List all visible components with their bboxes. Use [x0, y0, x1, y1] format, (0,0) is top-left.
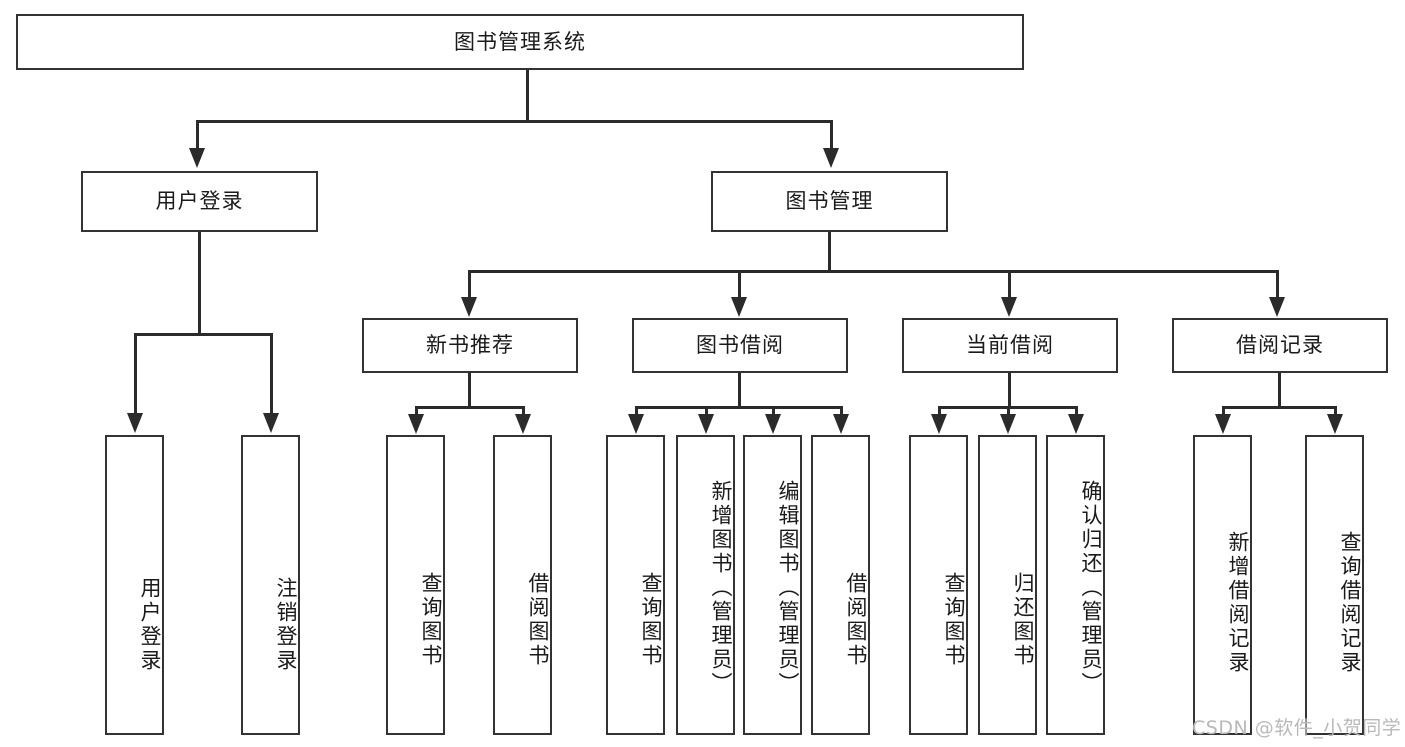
node-new-book-recommend[interactable]: 新书推荐 — [362, 318, 578, 373]
node-label: 借阅图书 — [844, 572, 868, 668]
edge-book-manage-leg-3 — [1008, 270, 1011, 300]
node-label: 查询图书 — [419, 572, 443, 668]
edge-book-manage-leg-4 — [1276, 270, 1279, 300]
node-label: 查询借阅记录 — [1338, 531, 1362, 675]
arrow-to-current-borrow — [1001, 297, 1017, 317]
node-label: 新增图书（管理员） — [709, 480, 733, 696]
edge-book-borrow-leg-2 — [705, 406, 708, 418]
node-label: 用户登录 — [138, 577, 162, 673]
node-label: 图书借阅 — [696, 333, 784, 358]
node-root-system[interactable]: 图书管理系统 — [16, 14, 1024, 70]
edge-book-borrow-leg-3 — [772, 406, 775, 418]
node-label: 查询图书 — [639, 572, 663, 668]
edge-user-login-leg-2 — [270, 333, 273, 416]
arrow-to-leaf-cb-1 — [931, 414, 947, 434]
edge-root-leg-right — [830, 120, 833, 150]
arrow-to-leaf-logout — [263, 413, 279, 433]
arrow-to-user-login — [189, 148, 205, 168]
arrow-to-leaf-nb-1 — [408, 414, 424, 434]
arrow-to-leaf-user-login — [127, 413, 143, 433]
arrow-to-leaf-bb-4 — [833, 414, 849, 434]
edge-new-book-bus — [415, 406, 525, 409]
node-label: 借阅记录 — [1236, 333, 1324, 358]
node-label: 编辑图书（管理员） — [776, 480, 800, 696]
leaf-nb-borrow-book[interactable]: 借阅图书 — [493, 435, 552, 735]
leaf-bb-borrow-book[interactable]: 借阅图书 — [811, 435, 870, 735]
node-label: 注销登录 — [274, 577, 298, 673]
node-label: 归还图书 — [1011, 572, 1035, 668]
edge-new-book-stem — [468, 373, 471, 409]
edge-root-bus — [196, 120, 833, 123]
edge-book-manage-stem — [828, 232, 831, 272]
edge-current-borrow-stem — [1008, 373, 1011, 409]
node-label: 新书推荐 — [426, 333, 514, 358]
edge-book-manage-leg-2 — [738, 270, 741, 300]
edge-book-borrow-leg-1 — [635, 406, 638, 418]
node-label: 查询图书 — [942, 572, 966, 668]
edge-borrow-record-leg-2 — [1334, 406, 1337, 418]
edge-user-login-stem — [198, 232, 201, 335]
leaf-bb-query-book[interactable]: 查询图书 — [606, 435, 665, 735]
arrow-to-leaf-br-2 — [1327, 414, 1343, 434]
leaf-bb-add-book[interactable]: 新增图书（管理员） — [676, 435, 735, 735]
node-book-manage[interactable]: 图书管理 — [711, 171, 948, 232]
node-label: 图书管理 — [785, 189, 874, 214]
edge-current-borrow-leg-1 — [938, 406, 941, 418]
edge-borrow-record-stem — [1278, 373, 1281, 409]
node-label: 确认归还（管理员） — [1079, 480, 1103, 696]
csdn-watermark: CSDN @软件_小贺同学 — [1192, 717, 1402, 739]
edge-borrow-record-bus — [1222, 406, 1337, 409]
edge-user-login-leg-1 — [134, 333, 137, 416]
arrow-to-leaf-nb-2 — [515, 414, 531, 434]
edge-book-borrow-bus — [635, 406, 843, 409]
leaf-br-add-record[interactable]: 新增借阅记录 — [1193, 435, 1252, 735]
arrow-to-leaf-bb-1 — [628, 414, 644, 434]
edge-root-leg-left — [196, 120, 199, 150]
node-label: 新增借阅记录 — [1226, 531, 1250, 675]
node-user-login[interactable]: 用户登录 — [81, 171, 318, 232]
leaf-cb-confirm-return[interactable]: 确认归还（管理员） — [1046, 435, 1105, 735]
leaf-nb-query-book[interactable]: 查询图书 — [386, 435, 445, 735]
leaf-user-login[interactable]: 用户登录 — [105, 435, 164, 735]
node-current-borrow[interactable]: 当前借阅 — [902, 318, 1118, 373]
leaf-br-query-record[interactable]: 查询借阅记录 — [1305, 435, 1364, 735]
edge-book-borrow-stem — [738, 373, 741, 409]
leaf-cb-return-book[interactable]: 归还图书 — [978, 435, 1037, 735]
node-label: 用户登录 — [155, 189, 244, 214]
edge-new-book-leg-1 — [415, 406, 418, 418]
edge-book-borrow-leg-4 — [840, 406, 843, 418]
arrow-to-new-book — [461, 297, 477, 317]
edge-current-borrow-leg-3 — [1075, 406, 1078, 418]
leaf-cb-query-book[interactable]: 查询图书 — [909, 435, 968, 735]
arrow-to-book-manage — [823, 148, 839, 168]
edge-current-borrow-leg-2 — [1007, 406, 1010, 418]
arrow-to-leaf-br-1 — [1215, 414, 1231, 434]
edge-root-stem — [526, 70, 529, 122]
edge-book-manage-leg-1 — [468, 270, 471, 300]
edge-borrow-record-leg-1 — [1222, 406, 1225, 418]
edge-book-manage-bus — [468, 270, 1279, 273]
node-book-borrow[interactable]: 图书借阅 — [632, 318, 848, 373]
leaf-logout[interactable]: 注销登录 — [241, 435, 300, 735]
arrow-to-borrow-record — [1269, 297, 1285, 317]
edge-new-book-leg-2 — [522, 406, 525, 418]
arrow-to-leaf-bb-3 — [765, 414, 781, 434]
node-label: 借阅图书 — [526, 572, 550, 668]
leaf-bb-edit-book[interactable]: 编辑图书（管理员） — [743, 435, 802, 735]
edge-user-login-bus — [134, 333, 273, 336]
node-borrow-record[interactable]: 借阅记录 — [1172, 318, 1388, 373]
arrow-to-leaf-cb-3 — [1068, 414, 1084, 434]
arrow-to-leaf-cb-2 — [1000, 414, 1016, 434]
node-label: 当前借阅 — [966, 333, 1054, 358]
node-label: 图书管理系统 — [454, 29, 586, 54]
arrow-to-book-borrow — [731, 297, 747, 317]
arrow-to-leaf-bb-2 — [698, 414, 714, 434]
